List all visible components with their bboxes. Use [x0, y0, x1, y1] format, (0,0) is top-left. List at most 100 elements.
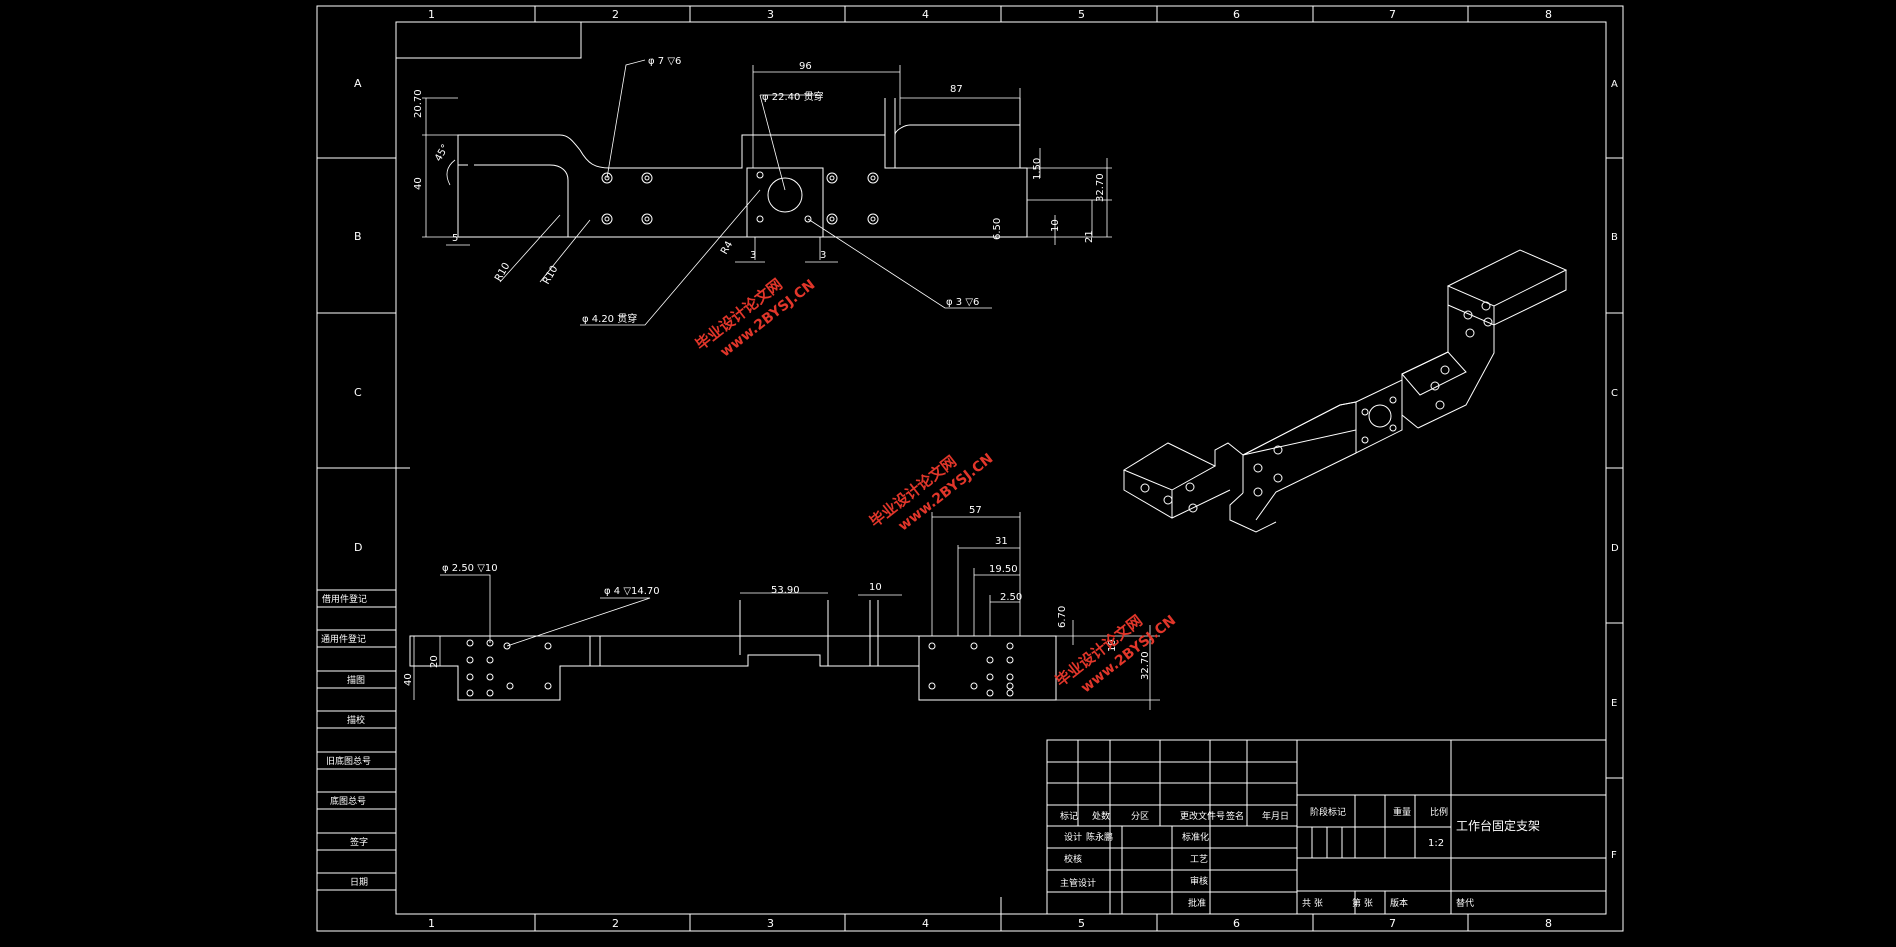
designer-name: 陈永鹏 — [1086, 831, 1113, 843]
dim-label: φ 2.50 ▽10 — [442, 563, 498, 574]
top-view-holes — [601, 171, 879, 225]
row-label: C — [354, 386, 362, 399]
col-label: 3 — [767, 917, 774, 930]
dim-label: 21 — [1084, 230, 1095, 243]
row-label: B — [354, 230, 362, 243]
col-label: 5 — [1078, 917, 1085, 930]
strip-label: 底图总号 — [330, 795, 366, 807]
front-view — [409, 512, 1160, 710]
stage-mark-label: 阶段标记 — [1310, 806, 1346, 818]
role-label: 设计 — [1064, 831, 1082, 843]
title-block — [1046, 739, 1607, 915]
header-cell: 分区 — [1131, 811, 1149, 822]
left-strip-table: 借用件登记 通用件登记 描图 描校 旧底图总号 底图总号 签字 日期 — [317, 589, 396, 891]
col-label: 1 — [428, 8, 435, 21]
sheets-label: 共 张 — [1302, 898, 1323, 909]
row-label: C — [1611, 388, 1618, 399]
strip-label: 通用件登记 — [321, 633, 366, 645]
dim-label: 32.70 — [1140, 651, 1151, 680]
dim-label: 57 — [969, 505, 982, 516]
dim-label: 3 — [750, 250, 756, 261]
col-label: 4 — [922, 8, 929, 21]
header-cell: 更改文件号 — [1180, 810, 1225, 822]
bottom-column-ticks — [534, 914, 1469, 931]
header-cell: 处数 — [1092, 810, 1110, 822]
col-label: 6 — [1233, 8, 1240, 21]
watermark-1: 毕业设计论文网 www.2BYSJ.CN — [692, 275, 818, 360]
dim-label: 10 — [869, 582, 882, 593]
row-label: A — [354, 77, 362, 90]
row-label: D — [354, 541, 362, 554]
row-label: B — [1611, 232, 1618, 243]
sheet-no-label: 第 张 — [1352, 897, 1373, 909]
col-label: 5 — [1078, 8, 1085, 21]
col-label: 3 — [767, 8, 774, 21]
header-cell: 标记 — [1060, 810, 1078, 822]
dim-label: 10 — [1107, 639, 1118, 652]
right-row-ticks — [1606, 157, 1623, 779]
role-label: 工艺 — [1190, 854, 1208, 865]
dim-label: R4 — [719, 239, 735, 256]
dim-label: φ 3 ▽6 — [946, 297, 979, 308]
col-labels-top: 1 2 3 4 5 6 7 8 — [428, 8, 1552, 21]
front-view-dimensions — [413, 512, 1160, 710]
role-label: 审核 — [1190, 875, 1208, 887]
col-label: 2 — [612, 917, 619, 930]
row-labels-right: A B C D E F — [1611, 79, 1619, 861]
dim-label: 1.50 — [1032, 158, 1043, 180]
header-cell: 签名 — [1226, 810, 1244, 822]
role-label: 标准化 — [1182, 831, 1209, 843]
dim-label: φ 7 ▽6 — [648, 56, 681, 67]
col-label: 1 — [428, 917, 435, 930]
dim-label: 6.50 — [992, 218, 1003, 240]
role-label: 批准 — [1188, 897, 1206, 909]
dim-label: 32.70 — [1095, 173, 1106, 202]
col-labels-bottom: 1 2 3 4 5 6 7 8 — [428, 917, 1552, 930]
weight-label: 重量 — [1393, 806, 1411, 818]
col-label: 8 — [1545, 8, 1552, 21]
dim-label: 5 — [452, 233, 458, 244]
dim-label: 20 — [429, 655, 440, 668]
dim-label: 96 — [799, 61, 812, 72]
left-row-ticks — [317, 157, 410, 469]
strip-label: 描校 — [347, 714, 365, 726]
row-label: F — [1611, 850, 1617, 861]
row-label: A — [1611, 79, 1618, 90]
col-label: 7 — [1389, 8, 1396, 21]
dim-label: R10 — [493, 261, 512, 284]
top-column-ticks — [534, 6, 1469, 22]
col-label: 7 — [1389, 917, 1396, 930]
dim-label: 6.70 — [1057, 606, 1068, 628]
role-label: 校核 — [1064, 853, 1082, 865]
dim-label: 45° — [433, 143, 451, 164]
row-label: E — [1611, 698, 1617, 709]
top-view-dimensions — [422, 59, 1112, 326]
dim-label: 3 — [820, 250, 826, 261]
row-label: D — [1611, 543, 1619, 554]
dim-label: R10 — [541, 264, 560, 287]
col-label: 8 — [1545, 917, 1552, 930]
top-view — [422, 59, 1112, 326]
watermark-2: 毕业设计论文网 www.2BYSJ.CN — [866, 451, 996, 535]
strip-label: 签字 — [350, 836, 368, 848]
row-labels-left: A B C D — [354, 77, 362, 554]
dim-label: 2.50 — [1000, 592, 1022, 603]
sheet-frame — [316, 5, 1624, 932]
strip-label: 描图 — [347, 674, 365, 686]
top-view-labels: φ 7 ▽6 φ 22.40 贯穿 96 87 20.70 45° 40 5 R… — [413, 56, 1106, 325]
strip-label: 旧底图总号 — [326, 755, 371, 767]
strip-label: 借用件登记 — [322, 593, 367, 605]
col-label: 4 — [922, 917, 929, 930]
dim-label: φ 4 ▽14.70 — [604, 586, 660, 597]
header-cell: 年月日 — [1262, 810, 1289, 822]
dim-label: 40 — [413, 177, 424, 190]
dim-label: φ 4.20 贯穿 — [582, 312, 637, 325]
version-label: 版本 — [1390, 897, 1408, 909]
dim-label: φ 22.40 贯穿 — [762, 90, 824, 103]
title-block-text: 标记 处数 分区 更改文件号 签名 年月日 设计 陈永鹏 校核 主管设计 标准化… — [1060, 806, 1540, 909]
dim-label: 87 — [950, 84, 963, 95]
replaces-label: 替代 — [1456, 897, 1474, 909]
dim-label: 53.90 — [771, 585, 800, 596]
role-label: 主管设计 — [1060, 877, 1096, 889]
